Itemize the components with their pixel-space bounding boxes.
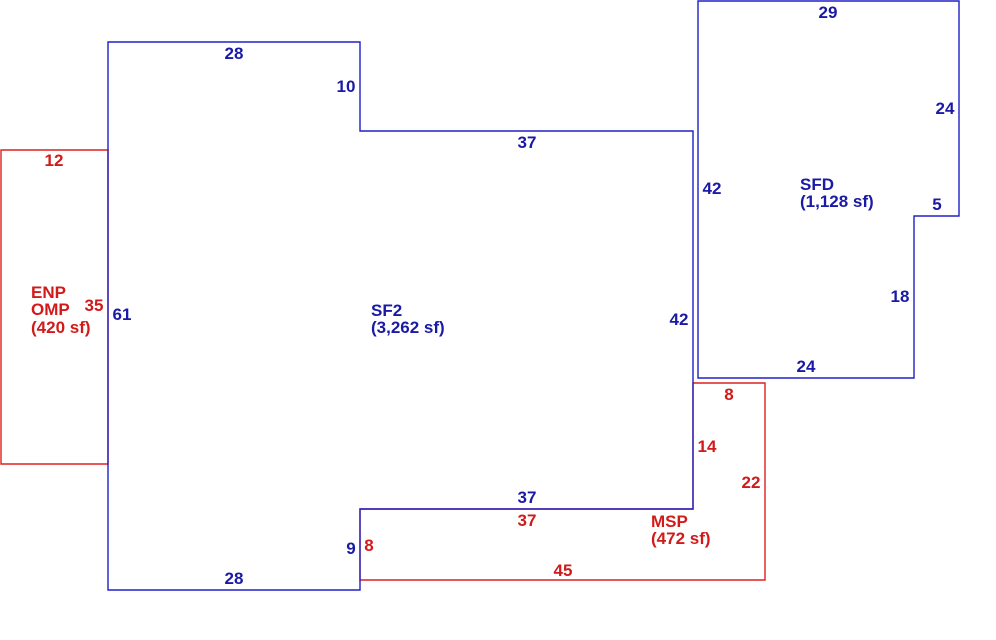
msp-dim-left: 14 (698, 437, 717, 456)
sfd-dim-right-lower: 18 (891, 287, 910, 306)
sfd-area: (1,128 sf) (800, 192, 874, 211)
sfd-dim-right-upper: 24 (936, 99, 955, 118)
sfd-dim-top: 29 (819, 3, 838, 22)
sf2-code: SF2 (371, 301, 402, 320)
sf2-dim-left: 61 (113, 305, 132, 324)
enp-code-line1: ENP (31, 283, 66, 302)
enp-dim-top: 12 (45, 151, 64, 170)
enp-code-line2: OMP (31, 300, 70, 319)
sf2-dim-right-upper: 42 (703, 179, 722, 198)
sfd-dim-bottom: 24 (797, 357, 816, 376)
sf2-dim-right-lower: 42 (670, 310, 689, 329)
sf2-dim-top-right: 37 (518, 133, 537, 152)
sf2-area: (3,262 sf) (371, 318, 445, 337)
sf2-dim-top-left: 28 (225, 44, 244, 63)
msp-dim-top-long: 37 (518, 511, 537, 530)
msp-dim-top: 8 (724, 385, 733, 404)
msp-dim-bottom: 45 (554, 561, 573, 580)
sfd-dim-step: 5 (932, 195, 941, 214)
sfd-outline (697, 0, 960, 379)
msp-dim-left-short: 8 (364, 536, 373, 555)
enp-dim-right: 35 (85, 296, 104, 315)
sfd-code: SFD (800, 175, 834, 194)
sf2-outline (107, 41, 694, 591)
msp-outline (359, 382, 766, 581)
sf2-dim-notch-side: 10 (337, 77, 356, 96)
msp-dim-right: 22 (742, 473, 761, 492)
msp-code: MSP (651, 512, 688, 531)
msp-area: (472 sf) (651, 529, 711, 548)
enp-area: (420 sf) (31, 318, 91, 337)
sf2-dim-bottom-right: 37 (518, 488, 537, 507)
sf2-dim-bottom-left: 28 (225, 569, 244, 588)
sf2-dim-bottom-step: 9 (346, 539, 355, 558)
